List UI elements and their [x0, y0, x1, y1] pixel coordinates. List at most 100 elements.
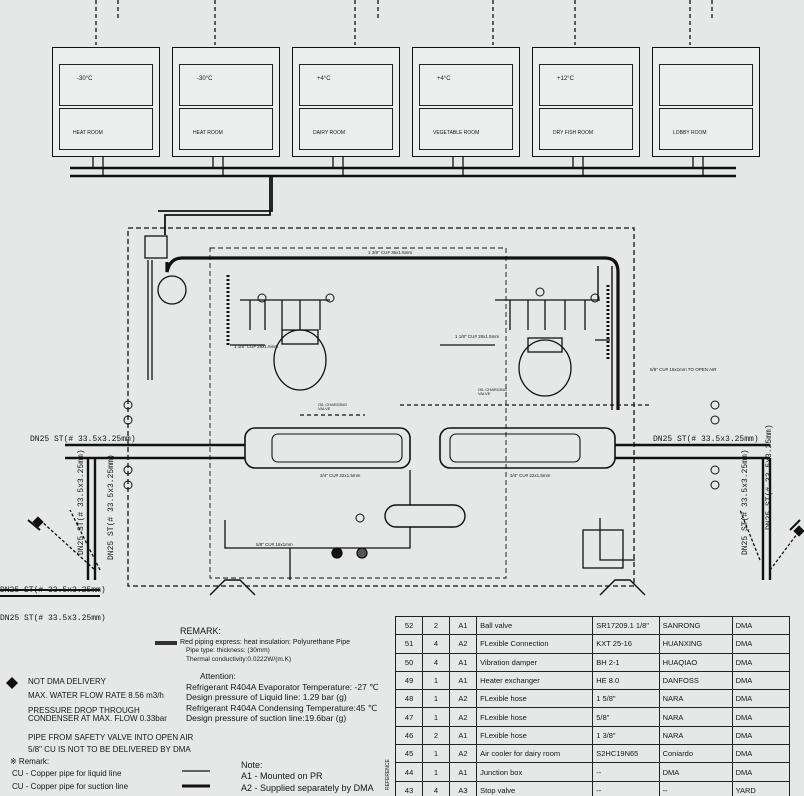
table-cell: A1 — [448, 762, 478, 782]
oil-valve-label-1: OIL CHARGING VALVE — [318, 402, 347, 411]
safety-valve-note-1: PIPE FROM SAFETY VALVE INTO OPEN AIR — [28, 733, 194, 742]
table-cell: 2 — [422, 725, 450, 746]
cu-liquid-note: CU - Copper pipe for liquid line — [12, 769, 122, 778]
remark-line-2: Pipe type: thickness: (30mm) — [186, 647, 270, 654]
table-cell: A2 — [448, 707, 478, 727]
table-cell: HE 8.0 — [592, 670, 660, 691]
table-cell: DMA — [731, 762, 791, 782]
table-cell: 47 — [394, 707, 424, 727]
safety-valve-note-2: 5/8" CU IS NOT TO BE DELIVERED BY DMA — [28, 745, 191, 754]
table-cell: 50 — [394, 652, 424, 672]
table-cell: Junction box — [476, 762, 594, 782]
room-temp: +4°C — [437, 76, 451, 82]
table-cell: 49 — [394, 670, 424, 691]
table-cell: DMA — [731, 634, 791, 654]
right-vert-pipe-label: DN25 ST(# 33.5x3.25mm) — [741, 449, 750, 555]
note-title: Note: — [241, 760, 263, 770]
table-cell: DMA — [731, 615, 791, 636]
table-cell: 1 3/8" — [592, 725, 660, 746]
side-tag: REFERENCE — [385, 759, 391, 790]
table-cell: 4 — [422, 780, 450, 796]
vert-pipe-label-2: 1 1/8" CU# 28x1.5mm — [455, 334, 500, 339]
left-vert-pipe-label: DN25 ST(# 33.5x3.25mm) — [77, 449, 86, 555]
cond-pipe-label-2: 3/4" CU# 22x1.5mm — [510, 473, 551, 478]
oil-valve-label-2: OIL CHARGING VALVE — [478, 387, 507, 396]
cold-room-4: +4°C VEGETABLE ROOM — [412, 47, 520, 157]
table-cell: A2 — [448, 689, 478, 709]
table-cell: SR17209.1 1/8" — [592, 615, 660, 636]
attention-line-1: Refrigerant R404A Evaporator Temperature… — [186, 682, 379, 692]
table-cell: S2HC19N65 — [592, 744, 660, 764]
liquid-bottom-label: 5/8" CU# 16x1mm — [256, 542, 293, 547]
cold-room-2: -30°C HEAT ROOM — [172, 47, 280, 157]
table-cell: Vibration damper — [476, 652, 594, 672]
room-temp: +4°C — [317, 76, 331, 82]
table-cell: FLexible hose — [476, 689, 594, 709]
left-water-label: DN25 ST(# 33.5x3.25mm) — [30, 435, 136, 444]
left-vert-pipe-label-2: DN25 ST(# 33.5x3.25mm) — [107, 454, 116, 560]
table-cell: Heater exchanger — [476, 670, 594, 691]
table-cell: 1 — [422, 670, 450, 691]
table-cell: A2 — [448, 744, 478, 764]
table-cell: A1 — [448, 670, 478, 691]
table-cell: -- — [592, 780, 660, 796]
not-dma-note: NOT DMA DELIVERY — [28, 677, 106, 686]
table-cell: SANRONG — [658, 615, 733, 636]
table-cell: 51 — [394, 634, 424, 654]
room-label: HEAT ROOM — [73, 130, 103, 136]
table-cell: Coniardo — [658, 744, 733, 764]
remark-label: ※ Remark: — [10, 757, 50, 766]
attention-line-2: Design pressure of Liquid line: 1.29 bar… — [186, 692, 347, 702]
table-cell: 48 — [394, 689, 424, 709]
room-label: DRY FISH ROOM — [553, 130, 594, 136]
table-cell: A1 — [448, 725, 478, 746]
right-water-label: DN25 ST(# 33.5x3.25mm) — [653, 435, 759, 444]
table-cell: DMA — [731, 689, 791, 709]
table-cell: DMA — [731, 670, 791, 691]
table-cell: Ball valve — [476, 615, 594, 636]
right-vert-pipe-label-2: DN25 ST(# 33.5x3.25mm) — [765, 424, 774, 530]
table-cell: FLexible hose — [476, 707, 594, 727]
table-cell: HUANXING — [658, 634, 733, 654]
attention-title: Attention: — [200, 671, 236, 681]
table-cell: NARA — [658, 725, 733, 746]
table-cell: 1 5/8" — [592, 689, 660, 709]
table-cell: 1 — [422, 762, 450, 782]
open-air-label: 5/8" CU# 16x1mm TO OPEN AIR — [650, 367, 717, 372]
cu-suction-note: CU - Copper pipe for suction line — [12, 782, 129, 791]
table-cell: DMA — [731, 725, 791, 746]
table-cell: DMA — [731, 707, 791, 727]
table-cell: 4 — [422, 652, 450, 672]
table-cell: 4 — [422, 634, 450, 654]
table-cell: 1 — [422, 689, 450, 709]
remark-line-3: Thermal conductivity:0.0222W/(m.K) — [186, 656, 292, 663]
cond-pipe-label-1: 3/4" CU# 22x1.5mm — [320, 473, 361, 478]
vert-pipe-label-1: 1 1/8" CU# 28x1.5mm — [234, 344, 279, 349]
table-cell: FLexible hose — [476, 725, 594, 746]
table-cell: 2 — [422, 615, 450, 636]
note-a1: A1 - Mounted on PR — [241, 771, 323, 781]
room-temp: -30°C — [197, 76, 213, 82]
table-cell: DMA — [731, 652, 791, 672]
table-cell: 46 — [394, 725, 424, 746]
table-cell: Stop valve — [476, 780, 594, 796]
table-cell: -- — [592, 762, 660, 782]
cold-room-6: LOBBY ROOM — [652, 47, 760, 157]
table-cell: 45 — [394, 744, 424, 764]
table-cell: DANFOSS — [658, 670, 733, 691]
room-label: LOBBY ROOM — [673, 130, 707, 136]
room-label: HEAT ROOM — [193, 130, 223, 136]
table-cell: DMA — [731, 744, 791, 764]
table-cell: KXT 25-16 — [592, 634, 660, 654]
table-cell: -- — [658, 780, 733, 796]
